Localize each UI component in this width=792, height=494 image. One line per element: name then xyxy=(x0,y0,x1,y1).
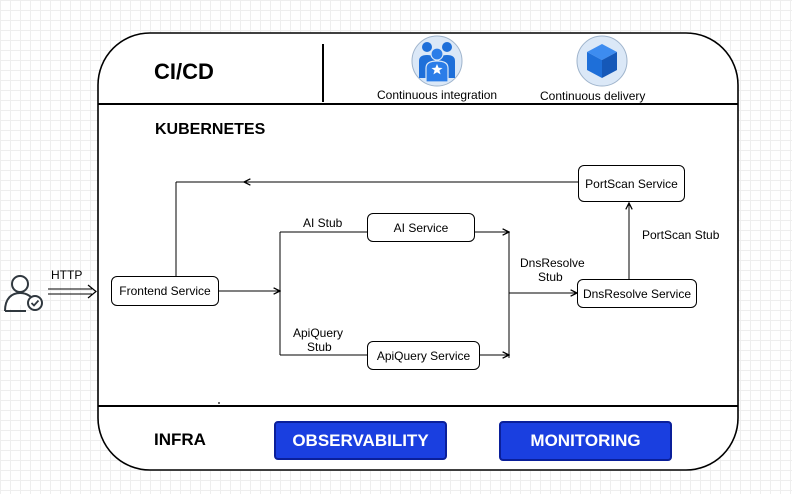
apiquery-stub-label-line1: ApiQuery xyxy=(293,326,344,340)
stray-dot xyxy=(218,402,220,404)
observability-button[interactable]: OBSERVABILITY xyxy=(274,421,447,460)
dnsresolve-service-node[interactable]: DnsResolve Service xyxy=(577,279,697,308)
frontend-service-node[interactable]: Frontend Service xyxy=(111,276,219,306)
ai-stub-label: AI Stub xyxy=(303,216,343,230)
outer-container xyxy=(97,32,739,471)
dnsresolve-stub-label-line2: Stub xyxy=(538,270,563,284)
portscan-stub-label: PortScan Stub xyxy=(642,228,720,242)
team-icon xyxy=(411,35,463,87)
http-label: HTTP xyxy=(51,268,83,282)
cicd-title: CI/CD xyxy=(154,59,214,84)
continuous-integration-label: Continuous integration xyxy=(377,88,498,102)
infra-title: INFRA xyxy=(154,430,206,449)
cube-icon xyxy=(576,35,628,87)
user-check-icon xyxy=(4,275,43,312)
dnsresolve-stub-label-line1: DnsResolve xyxy=(520,256,585,270)
apiquery-service-node[interactable]: ApiQuery Service xyxy=(367,341,480,370)
ai-service-node[interactable]: AI Service xyxy=(367,213,475,242)
apiquery-stub-label-line2: Stub xyxy=(307,340,332,354)
kubernetes-title: KUBERNETES xyxy=(155,121,266,138)
portscan-service-node[interactable]: PortScan Service xyxy=(578,165,685,202)
monitoring-button[interactable]: MONITORING xyxy=(499,421,672,461)
http-arrow xyxy=(48,284,97,299)
continuous-delivery-label: Continuous delivery xyxy=(540,89,646,103)
